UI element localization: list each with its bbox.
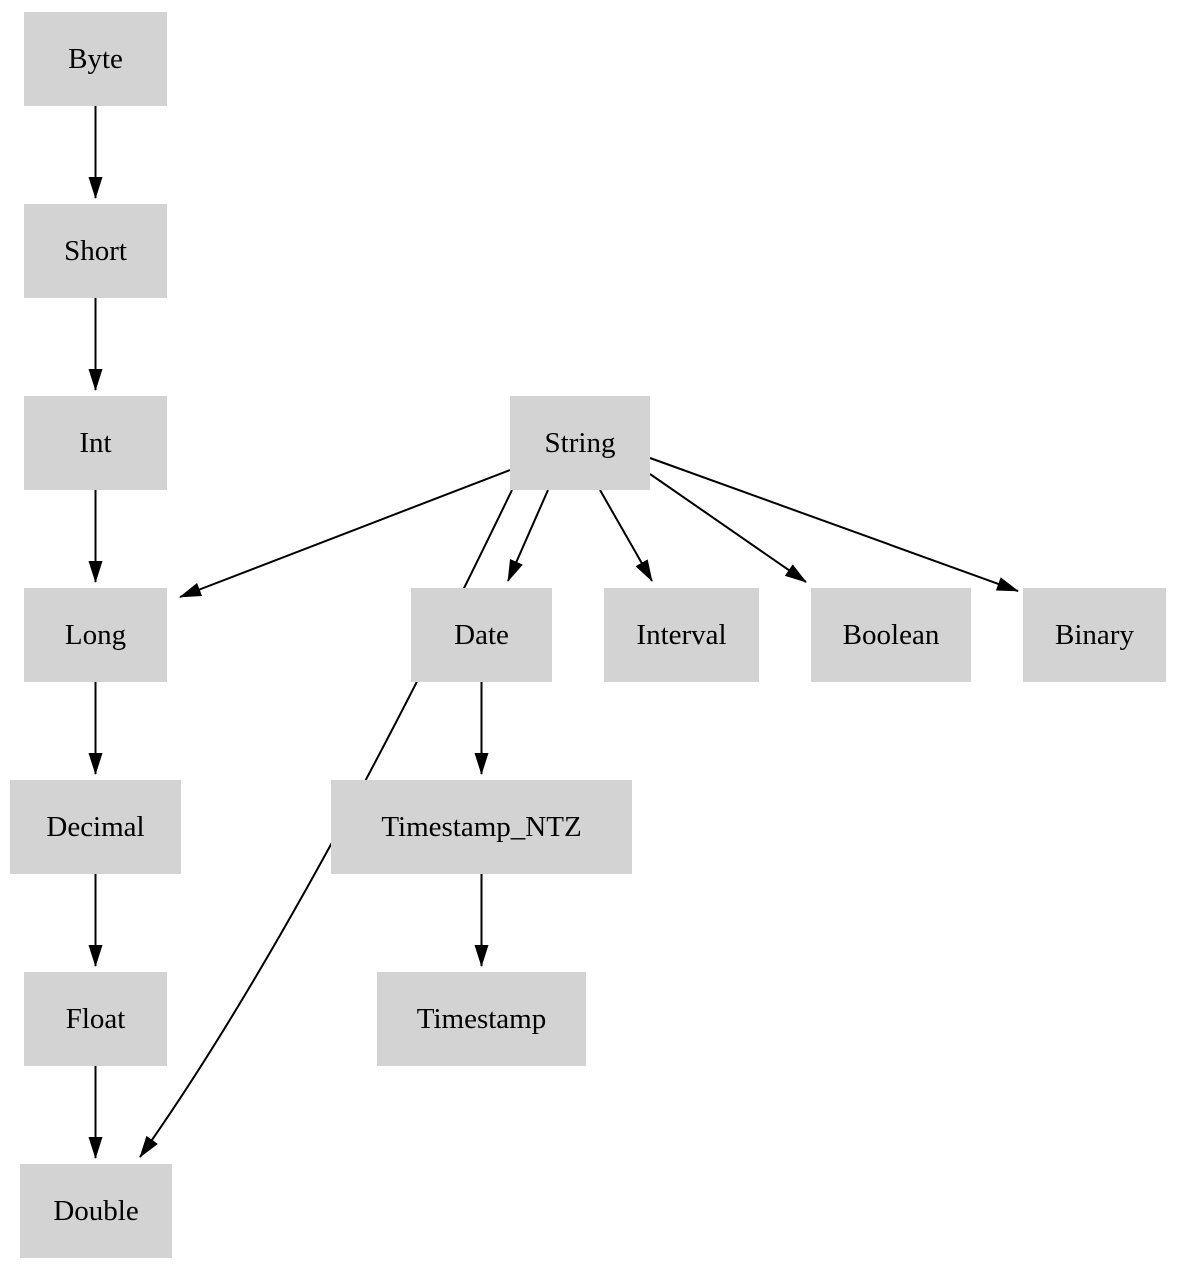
edge-string-date bbox=[507, 489, 549, 582]
node-timestamp: Timestamp bbox=[377, 972, 586, 1066]
node-decimal: Decimal bbox=[10, 780, 181, 874]
node-interval: Interval bbox=[604, 588, 759, 682]
node-timestamp-ntz: Timestamp_NTZ bbox=[331, 780, 632, 874]
node-int: Int bbox=[24, 396, 167, 490]
node-long: Long bbox=[24, 588, 167, 682]
edge-string-boolean bbox=[649, 473, 807, 583]
node-float: Float bbox=[24, 972, 167, 1066]
node-short: Short bbox=[24, 204, 167, 298]
node-binary: Binary bbox=[1023, 588, 1166, 682]
node-date: Date bbox=[411, 588, 552, 682]
node-string: String bbox=[510, 396, 650, 490]
edge-string-interval bbox=[599, 489, 653, 582]
node-boolean: Boolean bbox=[811, 588, 971, 682]
node-byte: Byte bbox=[24, 12, 167, 106]
edge-string-binary bbox=[649, 457, 1019, 592]
edge-string-long bbox=[179, 469, 511, 598]
node-double: Double bbox=[20, 1164, 172, 1258]
